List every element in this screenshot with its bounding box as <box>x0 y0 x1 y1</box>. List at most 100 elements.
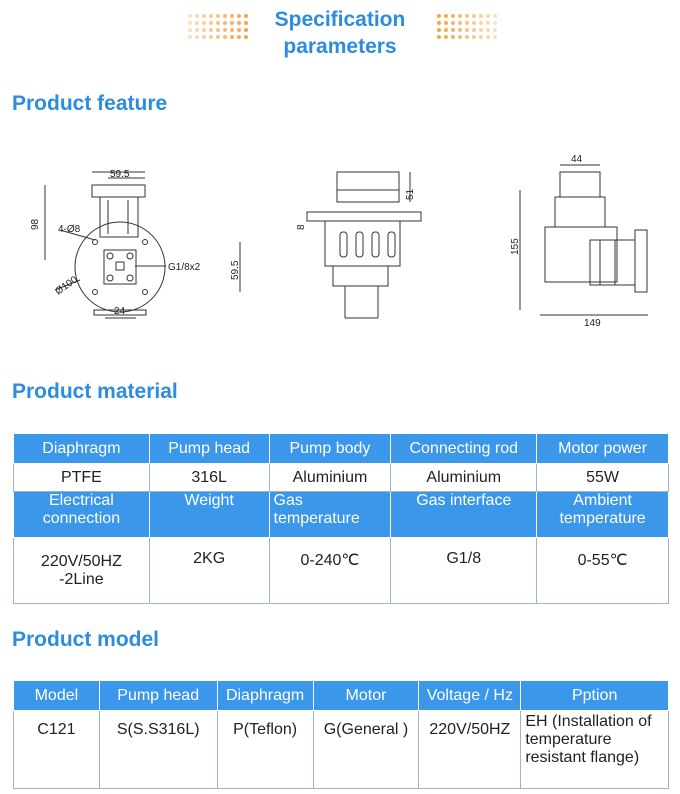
table-header-row: Diaphragm Pump head Pump body Connecting… <box>13 433 669 464</box>
dot <box>188 35 192 39</box>
dot <box>479 21 483 25</box>
drawing-front-view <box>44 171 241 319</box>
page-title: Specification parameters <box>250 6 430 60</box>
table-header-row: Model Pump head Diaphragm Motor Voltage … <box>13 680 669 711</box>
dot <box>479 14 483 18</box>
dim-label: 98 <box>30 218 41 230</box>
decorative-dots-left <box>188 14 248 44</box>
dot <box>465 21 469 25</box>
table-row: PTFE 316L Aluminium Aluminium 55W <box>13 463 669 492</box>
drawing-side-view <box>306 171 422 319</box>
dim-label: 59.5 <box>230 260 241 280</box>
dot <box>486 28 490 32</box>
dot <box>195 14 199 18</box>
dot <box>458 28 462 32</box>
dot <box>216 28 220 32</box>
dot <box>237 21 241 25</box>
table-header: Pump head <box>148 433 270 464</box>
table-header: Model <box>13 680 100 711</box>
table-cell: Aluminium <box>268 463 392 492</box>
dot <box>472 28 476 32</box>
dot <box>444 14 448 18</box>
dot <box>223 35 227 39</box>
dot <box>209 14 213 18</box>
dot <box>451 35 455 39</box>
dot <box>195 35 199 39</box>
dot <box>230 21 234 25</box>
dot <box>493 14 497 18</box>
dot <box>493 28 497 32</box>
dim-label: 8 <box>296 224 307 230</box>
section-title-material: Product material <box>12 380 178 403</box>
table-header: Connecting rod <box>390 433 538 464</box>
dot <box>209 28 213 32</box>
table-header: Ambient temperature <box>536 491 669 538</box>
table-cell: Aluminium <box>390 463 538 492</box>
dot <box>486 21 490 25</box>
table-header: Pump head <box>98 680 218 711</box>
table-header: Motor power <box>536 433 669 464</box>
dot <box>237 35 241 39</box>
dot <box>458 14 462 18</box>
dot <box>223 21 227 25</box>
dot <box>244 35 248 39</box>
dot <box>472 21 476 25</box>
dot <box>451 21 455 25</box>
dot <box>202 14 206 18</box>
table-cell: C121 <box>13 710 100 789</box>
dot <box>479 28 483 32</box>
dot <box>437 35 441 39</box>
dot <box>472 35 476 39</box>
dot <box>216 35 220 39</box>
dot <box>493 21 497 25</box>
dot <box>202 21 206 25</box>
dot <box>444 35 448 39</box>
model-table: Model Pump head Diaphragm Motor Voltage … <box>13 680 669 789</box>
table-cell: G(General ) <box>312 710 420 789</box>
dot <box>458 21 462 25</box>
dot <box>244 21 248 25</box>
dot <box>216 14 220 18</box>
dot <box>216 21 220 25</box>
technical-drawings: 59.5 98 4-Ø8 G1/8x2 59.5 Ø100 24 51 8 <box>30 154 648 329</box>
decorative-dots-right <box>437 14 497 44</box>
table-header: Motor <box>312 680 420 711</box>
dim-label: 4-Ø8 <box>58 224 81 235</box>
dot <box>209 35 213 39</box>
table-cell: 2KG <box>148 537 270 604</box>
dim-label: 44 <box>571 154 583 165</box>
table-header-row: Electrical connection Weight Gas tempera… <box>13 491 669 538</box>
dot <box>202 35 206 39</box>
dot <box>230 14 234 18</box>
dot <box>195 28 199 32</box>
dot <box>237 28 241 32</box>
table-header: Electrical connection <box>13 491 150 538</box>
table-header: Pption <box>520 680 669 711</box>
section-title-feature: Product feature <box>12 92 168 115</box>
dot <box>237 14 241 18</box>
dot <box>223 28 227 32</box>
table-cell: 55W <box>536 463 669 492</box>
dot <box>230 28 234 32</box>
table-header: Gas interface <box>390 491 538 538</box>
table-cell: G1/8 <box>390 537 538 604</box>
material-table: Diaphragm Pump head Pump body Connecting… <box>13 433 669 604</box>
table-row: 220V/50HZ -2Line 2KG 0-240℃ G1/8 0-55℃ <box>13 537 669 604</box>
dot <box>479 35 483 39</box>
table-cell: 316L <box>148 463 270 492</box>
dot <box>465 28 469 32</box>
table-header: Diaphragm <box>13 433 150 464</box>
dot <box>209 21 213 25</box>
dot <box>465 14 469 18</box>
table-cell: 220V/50HZ <box>418 710 522 789</box>
dot <box>437 28 441 32</box>
dot <box>188 28 192 32</box>
dot <box>458 35 462 39</box>
dot <box>244 28 248 32</box>
dot <box>244 14 248 18</box>
table-cell: S(S.S316L) <box>98 710 218 789</box>
title-line-2: parameters <box>283 35 397 58</box>
dot <box>195 21 199 25</box>
dot <box>437 21 441 25</box>
dot <box>486 35 490 39</box>
